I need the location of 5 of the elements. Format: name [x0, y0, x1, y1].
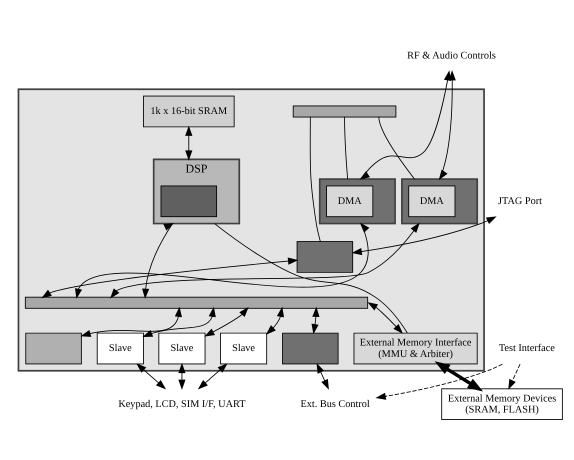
node-text: Keypad, LCD, SIM I/F, UART	[118, 398, 246, 410]
node-text: RF & Audio Controls	[407, 50, 496, 62]
node-text: JTAG Port	[498, 196, 542, 207]
node-text: Ext. Bus Control	[300, 398, 370, 410]
node-text: Test Interface	[498, 343, 555, 354]
